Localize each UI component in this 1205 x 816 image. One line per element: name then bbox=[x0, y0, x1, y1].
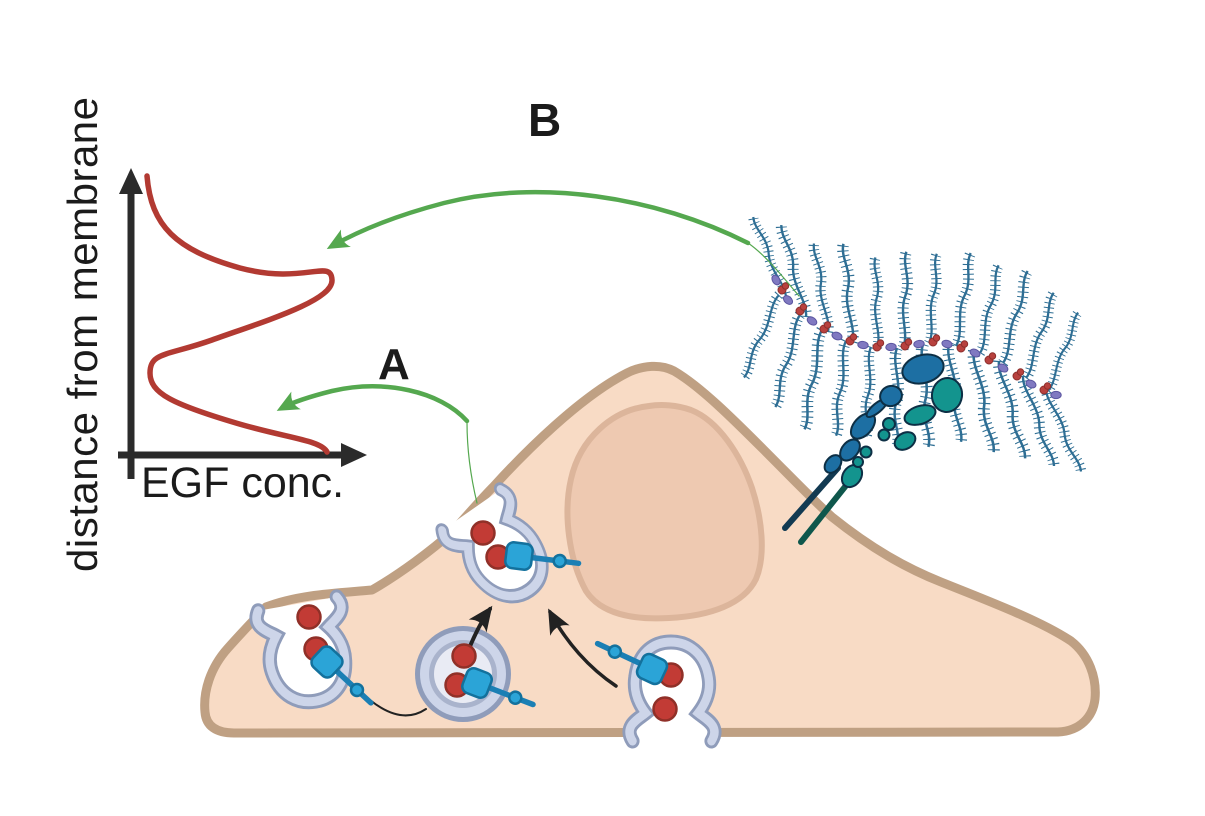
trafficking-path-line bbox=[369, 699, 427, 717]
egf-ligand bbox=[296, 604, 322, 630]
backbone-bead-purple bbox=[913, 339, 925, 349]
nucleus bbox=[564, 402, 765, 622]
backbone-bead-purple bbox=[831, 331, 843, 341]
backbone-bead-red bbox=[932, 334, 941, 342]
backbone-bead-purple bbox=[771, 274, 781, 286]
y-axis-arrow-icon bbox=[119, 168, 143, 194]
callout-arrow-b bbox=[326, 190, 800, 297]
backbone-bead-red bbox=[904, 338, 913, 346]
backbone-bead-red bbox=[1043, 382, 1052, 390]
egf-concentration-curve bbox=[144, 173, 335, 455]
backbone-bead-purple bbox=[1050, 390, 1062, 400]
glycan-strand bbox=[834, 341, 848, 436]
callout-arrow-a bbox=[276, 384, 478, 504]
backbone-bead-red bbox=[876, 339, 885, 347]
backbone-bead-red bbox=[799, 303, 808, 311]
recycling-arrow-2-icon bbox=[548, 608, 618, 688]
glycan-strand bbox=[955, 253, 973, 346]
backbone-bead-red bbox=[823, 321, 832, 329]
backbone-bead-purple bbox=[806, 316, 818, 326]
backbone-bead-red bbox=[988, 352, 997, 360]
glycan-strand bbox=[773, 314, 801, 407]
glycan-strand bbox=[874, 257, 879, 347]
glycan-strand bbox=[928, 254, 939, 344]
glycan-strand bbox=[1002, 271, 1030, 364]
glycan-strand bbox=[972, 351, 996, 453]
mucin-backbone-beads bbox=[771, 274, 1062, 400]
backbone-bead-purple bbox=[857, 340, 869, 350]
glycan-strand bbox=[842, 244, 854, 343]
egf-ligand bbox=[470, 520, 496, 546]
glycan-strand bbox=[979, 265, 1001, 353]
glycan-strand bbox=[802, 330, 823, 430]
egf-gradient-plot bbox=[118, 168, 367, 479]
y-axis-label: distance from membrane bbox=[59, 96, 106, 572]
backbone-bead-red bbox=[849, 333, 858, 341]
x-axis-arrow-icon bbox=[341, 443, 367, 467]
backbone-bead-purple bbox=[941, 339, 953, 349]
glycan-strand bbox=[902, 252, 909, 348]
annotation-label-a: A bbox=[378, 340, 410, 389]
backbone-bead-red bbox=[781, 282, 790, 290]
x-axis-label: EGF conc. bbox=[141, 459, 345, 507]
glycan-strand bbox=[1025, 292, 1056, 378]
glycan-strand bbox=[742, 294, 780, 378]
mucin-protein-domains bbox=[823, 353, 964, 489]
annotation-label-b: B bbox=[528, 94, 562, 146]
backbone-bead-red bbox=[960, 340, 969, 348]
backbone-bead-purple bbox=[885, 342, 897, 352]
backbone-bead-purple bbox=[997, 363, 1009, 373]
mucin-glycoprotein bbox=[742, 216, 1082, 545]
backbone-bead-purple bbox=[969, 348, 981, 358]
glycan-strand bbox=[1047, 312, 1080, 392]
backbone-bead-purple bbox=[1025, 379, 1037, 389]
egf-ligand bbox=[652, 696, 678, 722]
backbone-bead-red bbox=[1016, 368, 1025, 376]
egf-ligand bbox=[451, 643, 477, 669]
backbone-bead-purple bbox=[782, 295, 794, 305]
mucin-transmembrane-stalks bbox=[782, 465, 855, 545]
